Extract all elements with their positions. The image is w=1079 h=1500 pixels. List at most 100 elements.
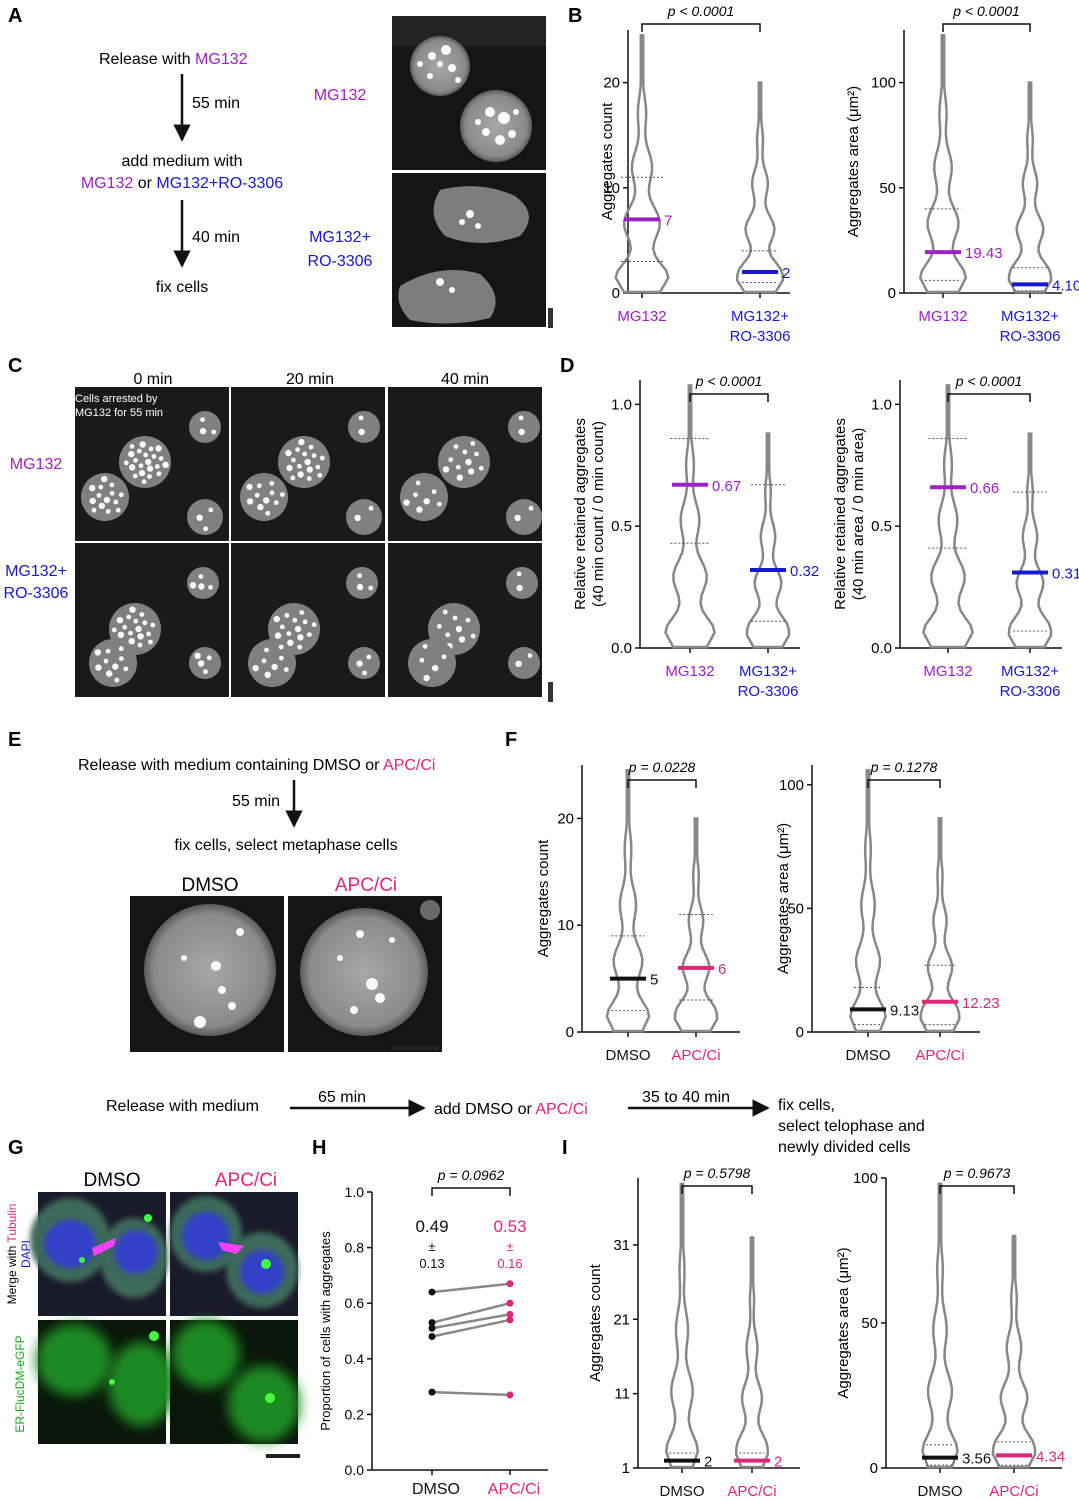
aggregate xyxy=(133,457,139,463)
cell xyxy=(348,411,380,443)
point-dmso-0 xyxy=(428,1288,436,1296)
c-time-20: 20 min xyxy=(286,371,334,388)
aggregate xyxy=(455,464,461,470)
aggregate xyxy=(257,503,264,511)
aggregate xyxy=(128,450,135,458)
category-label: MG132 xyxy=(923,663,972,680)
g-row1-label: Merge with Tubulin xyxy=(5,1204,19,1305)
point-apc-4 xyxy=(506,1391,514,1399)
aggregate xyxy=(101,475,108,483)
median-label-1: 0.31 xyxy=(1052,565,1079,582)
y-tick-label: 31 xyxy=(613,1237,630,1254)
aggregate xyxy=(95,664,102,671)
panel-c: C 0 min 20 min 40 min MG132 MG132+ RO-33… xyxy=(4,355,553,702)
y-tick-label: 11 xyxy=(614,1386,630,1403)
mean-label: 0.49 xyxy=(415,1217,448,1236)
cell xyxy=(506,499,542,535)
y-axis-label: Relative retained aggregates xyxy=(832,418,849,610)
pvalue-bracket xyxy=(867,779,941,788)
aggregate xyxy=(308,444,314,450)
aggregate xyxy=(306,476,312,481)
category-label: MG132 xyxy=(918,308,967,325)
aggregate xyxy=(413,492,418,498)
aggregate xyxy=(98,484,104,490)
aggregate xyxy=(306,466,313,473)
cell xyxy=(89,639,137,687)
violin-1 xyxy=(673,817,719,1033)
e-micrograph-apc xyxy=(288,896,442,1052)
aggregate xyxy=(114,677,120,683)
violin-1 xyxy=(1007,81,1053,294)
point-dmso-1 xyxy=(428,1319,436,1327)
aggregate xyxy=(368,505,374,511)
y-axis-label: Aggregates count xyxy=(599,102,616,220)
panel-letter-h: H xyxy=(312,1137,326,1159)
cell xyxy=(508,647,540,679)
violin-0 xyxy=(664,1182,700,1469)
aggregate xyxy=(118,492,124,498)
category-label: MG132+ xyxy=(1001,663,1059,680)
y-tick-label: 0.2 xyxy=(345,1406,365,1422)
aggregate xyxy=(287,639,294,646)
aggregate xyxy=(91,507,97,513)
aggregate xyxy=(158,456,164,461)
mean-label: 0.53 xyxy=(493,1217,526,1236)
aggregate xyxy=(143,452,149,458)
aggregate xyxy=(129,464,136,471)
aggregate xyxy=(515,660,522,667)
ghi-step3-line2: select telophase and xyxy=(778,1118,925,1135)
c-note-1: Cells arrested by xyxy=(75,393,158,405)
y-axis-label: (40 min count / 0 min count) xyxy=(590,421,607,607)
point-dmso-3 xyxy=(428,1333,436,1341)
ghi-step2: add DMSO or APC/Ci xyxy=(434,1101,588,1118)
aggregate xyxy=(208,584,214,590)
aggregate xyxy=(113,499,119,505)
y-axis-label: Aggregates area (μm²) xyxy=(775,823,792,974)
pvalue-bracket xyxy=(947,393,1031,402)
ghi-wait2: 35 to 40 min xyxy=(642,1089,730,1106)
aggregate xyxy=(148,639,153,645)
y-tick-label: 100 xyxy=(853,1170,878,1187)
a-step2-line2: MG132 or MG132+RO-3306 xyxy=(81,175,283,192)
pvalue-bracket xyxy=(939,1185,1015,1194)
aggregate xyxy=(423,498,430,505)
aggregate xyxy=(151,454,157,459)
c-scale-bar xyxy=(548,682,553,702)
category-label: DMSO xyxy=(606,1047,651,1064)
aggregate xyxy=(431,489,437,495)
aggregate xyxy=(128,638,135,645)
aggregate xyxy=(448,457,454,463)
aggregate xyxy=(117,631,125,638)
y-tick-label: 20 xyxy=(557,810,574,827)
y-tick-label: 50 xyxy=(861,1315,878,1332)
aggregate xyxy=(514,514,521,522)
point-dmso-2 xyxy=(428,1324,436,1332)
aggregate xyxy=(278,644,284,650)
category-label: MG132+ xyxy=(739,663,797,680)
a-wait1: 55 min xyxy=(192,95,240,112)
a-step3: fix cells xyxy=(156,279,208,296)
y-tick-label: 0.5 xyxy=(611,518,632,535)
pvalue-label: p < 0.0001 xyxy=(695,373,763,389)
aggregate xyxy=(264,647,269,653)
aggregate xyxy=(442,609,448,615)
aggregate xyxy=(297,644,303,650)
aggregate xyxy=(302,619,308,625)
panel-letter-b: B xyxy=(568,5,582,27)
aggregate xyxy=(437,624,442,629)
aggregate xyxy=(122,624,128,630)
cell xyxy=(508,411,540,443)
cell xyxy=(346,567,378,599)
cell xyxy=(189,647,221,679)
cell xyxy=(400,473,448,521)
violin-1 xyxy=(745,432,791,649)
aggregate xyxy=(297,634,304,641)
e-image-label-apc: APC/Ci xyxy=(335,875,397,896)
y-tick-label: 50 xyxy=(787,900,804,917)
category-label: MG132+ xyxy=(1001,308,1059,325)
pvalue-label: p = 0.0228 xyxy=(628,759,696,775)
aggregate xyxy=(189,582,197,589)
